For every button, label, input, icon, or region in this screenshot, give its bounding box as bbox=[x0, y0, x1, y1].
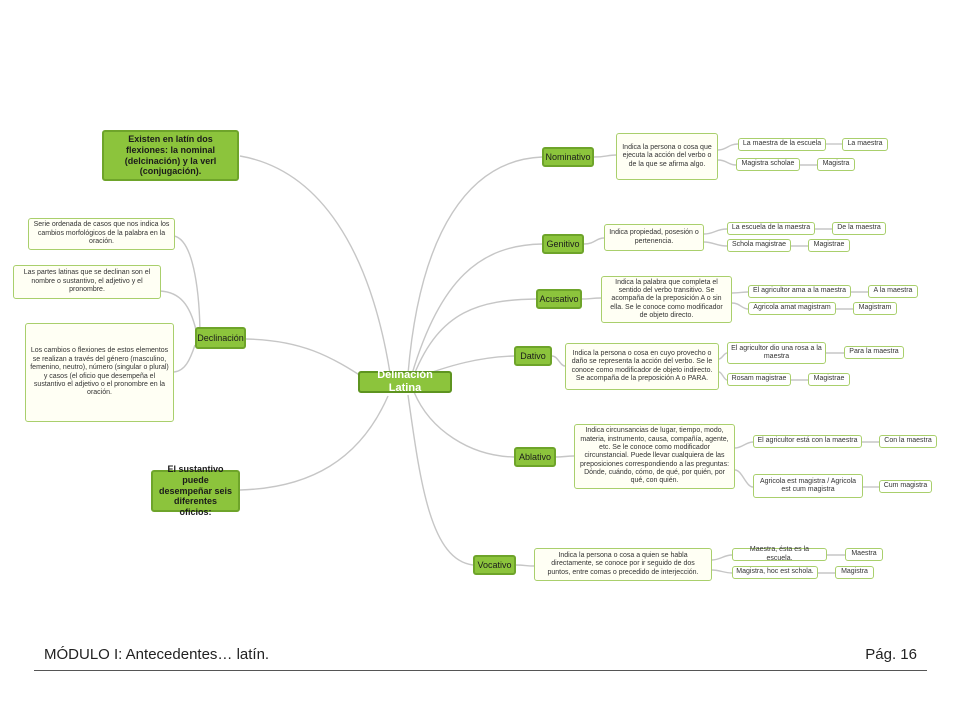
acusativo-example-1[interactable]: El agricultor ama a la maestra bbox=[748, 285, 851, 298]
acusativo-desc[interactable]: Indica la palabra que completa el sentid… bbox=[601, 276, 732, 323]
dativo-form-1[interactable]: Para la maestra bbox=[844, 346, 904, 359]
footer-divider bbox=[34, 670, 927, 671]
genitivo-example-1[interactable]: La escuela de la maestra bbox=[727, 222, 815, 235]
dativo-form-2[interactable]: Magistrae bbox=[808, 373, 850, 386]
ablativo-form-2[interactable]: Cum magistra bbox=[879, 480, 932, 493]
vocativo-desc[interactable]: Indica la persona o cosa a quien se habl… bbox=[534, 548, 712, 581]
dativo-desc[interactable]: Indica la persona o cosa en cuyo provech… bbox=[565, 343, 719, 390]
case-vocativo[interactable]: Vocativo bbox=[473, 555, 516, 575]
vocativo-example-2[interactable]: Magistra, hoc est schola. bbox=[732, 566, 818, 579]
ablativo-desc[interactable]: Indica circunsancias de lugar, tiempo, m… bbox=[574, 424, 735, 489]
nominativo-form-1[interactable]: La maestra bbox=[842, 138, 888, 151]
acusativo-form-2[interactable]: Magistram bbox=[853, 302, 897, 315]
ablativo-example-1[interactable]: El agricultor está con la maestra bbox=[753, 435, 862, 448]
genitivo-desc[interactable]: Indica propiedad, posesión o pertenencia… bbox=[604, 224, 704, 251]
intro-topic[interactable]: Existen en latín dos flexiones: la nomin… bbox=[102, 130, 239, 181]
ablativo-example-2[interactable]: Agricola est magistra / Agricola est cum… bbox=[753, 474, 863, 498]
case-genitivo[interactable]: Genitivo bbox=[542, 234, 584, 254]
vocativo-form-1[interactable]: Maestra bbox=[845, 548, 883, 561]
declinacion-note-3[interactable]: Los cambios o flexiones de estos element… bbox=[25, 323, 174, 422]
oficios-topic[interactable]: El sustantivo puede desempeñar seis dife… bbox=[151, 464, 240, 517]
declinacion-note-1[interactable]: Serie ordenada de casos que nos indica l… bbox=[28, 218, 175, 250]
branch-declinacion[interactable]: Declinación bbox=[195, 327, 246, 349]
nominativo-example-2[interactable]: Magistra scholae bbox=[736, 158, 800, 171]
acusativo-example-2[interactable]: Agricola amat magistram bbox=[748, 302, 836, 315]
footer-page-number: Pág. 16 bbox=[865, 646, 917, 663]
declinacion-note-2[interactable]: Las partes latinas que se declinan son e… bbox=[13, 265, 161, 299]
dativo-example-1[interactable]: El agricultor dio una rosa a la maestra bbox=[727, 342, 826, 364]
case-acusativo[interactable]: Acusativo bbox=[536, 289, 582, 309]
nominativo-example-1[interactable]: La maestra de la escuela bbox=[738, 138, 826, 151]
dativo-example-2[interactable]: Rosam magistrae bbox=[727, 373, 791, 386]
case-dativo[interactable]: Dativo bbox=[514, 346, 552, 366]
footer-module-title: MÓDULO I: Antecedentes… latín. bbox=[44, 646, 270, 663]
acusativo-form-1[interactable]: A la maestra bbox=[868, 285, 918, 298]
nominativo-form-2[interactable]: Magistra bbox=[817, 158, 855, 171]
ablativo-form-1[interactable]: Con la maestra bbox=[879, 435, 937, 448]
central-topic[interactable]: Delinación Latina bbox=[358, 369, 452, 394]
case-nominativo[interactable]: Nominativo bbox=[542, 147, 594, 167]
genitivo-form-2[interactable]: Magistrae bbox=[808, 239, 850, 252]
nominativo-desc[interactable]: Indica la persona o cosa que ejecuta la … bbox=[616, 133, 718, 180]
genitivo-form-1[interactable]: De la maestra bbox=[832, 222, 886, 235]
vocativo-example-1[interactable]: Maestra, ésta es la escuela. bbox=[732, 546, 827, 562]
vocativo-form-2[interactable]: Magistra bbox=[835, 566, 874, 579]
genitivo-example-2[interactable]: Schola magistrae bbox=[727, 239, 791, 252]
case-ablativo[interactable]: Ablativo bbox=[514, 447, 556, 467]
